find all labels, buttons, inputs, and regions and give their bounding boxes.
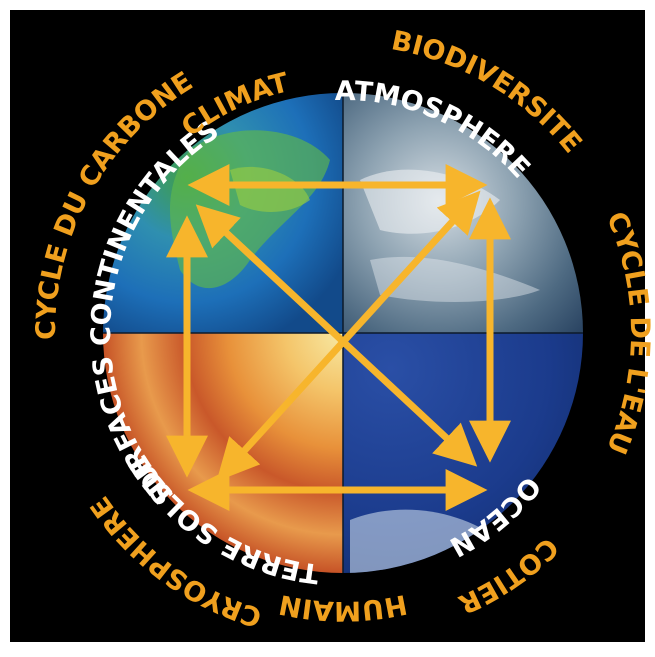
interaction-arrows [166, 164, 511, 511]
arrow-solid-earth-atmosphere [216, 190, 481, 482]
